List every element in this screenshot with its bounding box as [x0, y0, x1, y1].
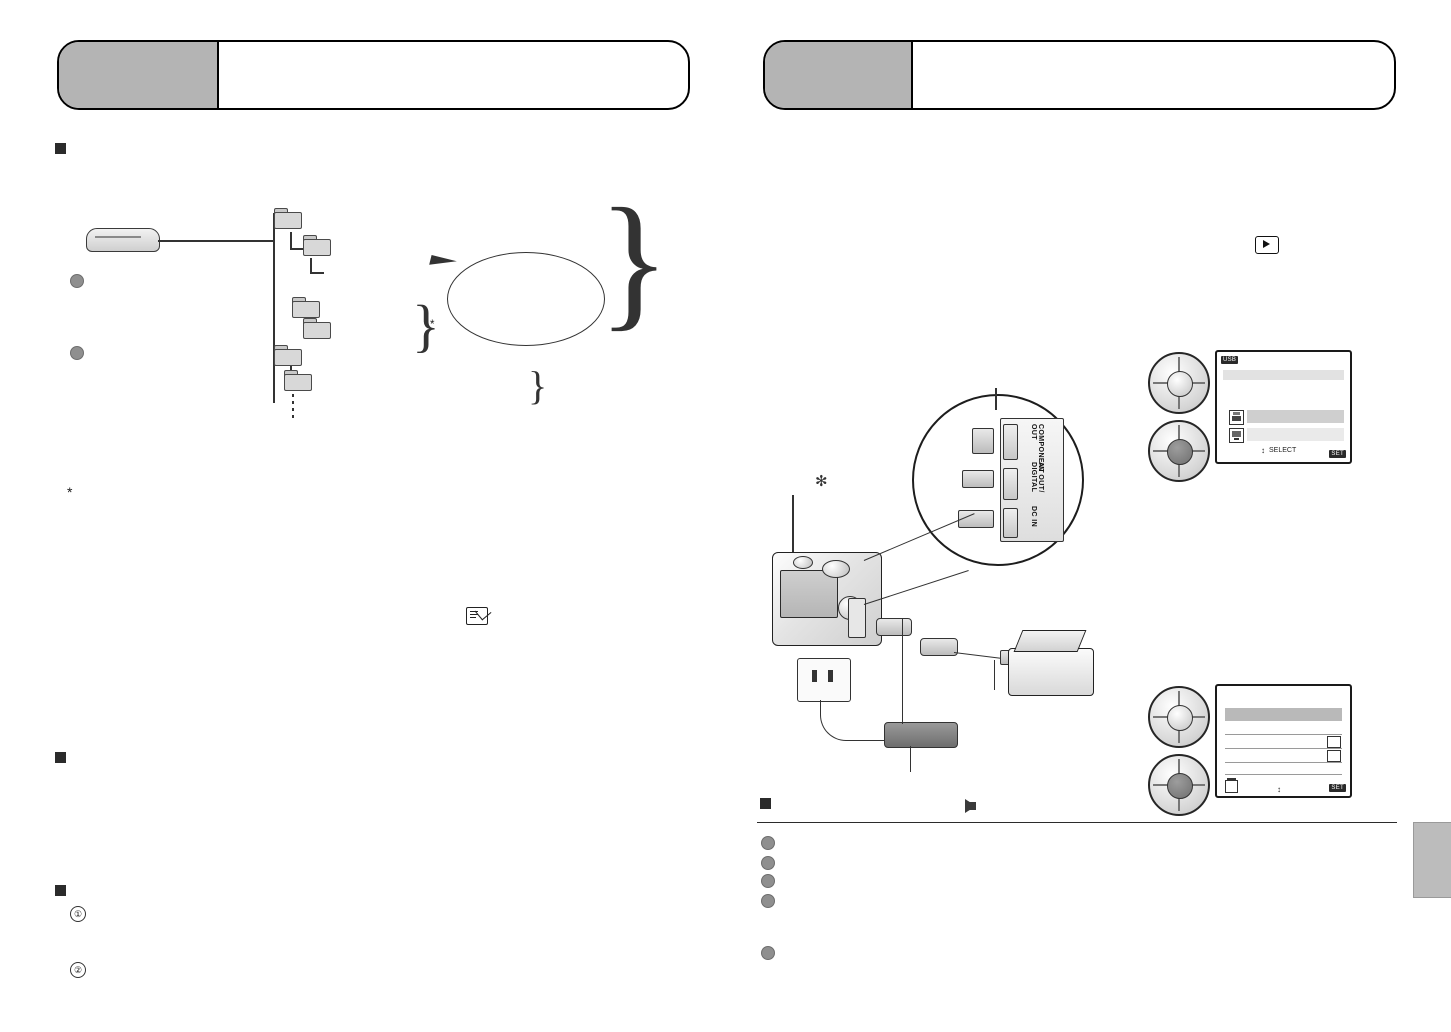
left-section-3-marker [55, 885, 66, 896]
tree-dots [292, 394, 294, 422]
camera-mode-dial [822, 560, 850, 578]
dc-in-port [1003, 508, 1018, 538]
usb-cable [953, 652, 1006, 660]
left-banner-tab [59, 42, 219, 108]
cursor-pad-up-1[interactable] [1148, 352, 1210, 414]
print-icon-row2 [1327, 736, 1341, 748]
tree-leaf-1b [310, 272, 324, 274]
asterisk-marker: * [430, 319, 435, 331]
ferrite-core-2 [920, 638, 958, 656]
right-bullet-2 [761, 856, 775, 870]
left-section-1-marker [55, 143, 66, 154]
power-cord [820, 700, 893, 741]
right-bullet-5 [761, 946, 775, 960]
camera-callout-line [792, 495, 794, 553]
usb-select-hint: SELECT [1269, 447, 1297, 454]
print-icon-row3 [1327, 750, 1341, 762]
updown-icon-2: ↕ [1277, 785, 1281, 794]
usb-screen-title-bar [1223, 370, 1344, 380]
magnifier-pointer [995, 388, 997, 410]
tree-trunk [273, 213, 275, 403]
right-page-banner [763, 40, 1396, 110]
right-bullet-3 [761, 874, 775, 888]
left-bullet-2 [70, 346, 84, 360]
left-section-2-marker [55, 752, 66, 763]
camera-lcd [780, 570, 838, 618]
drive-icon [86, 228, 160, 252]
left-page-banner [57, 40, 690, 110]
av-out-digital-port [1003, 468, 1018, 500]
computer-icon [1229, 428, 1244, 443]
trash-icon [1225, 778, 1238, 793]
component-cable-plug [972, 428, 994, 454]
page-edge-tab [1413, 822, 1451, 898]
tree-leaf-1 [310, 258, 312, 274]
component-out-port [1003, 424, 1018, 460]
print-set-hint: SET [1329, 784, 1346, 792]
ferrite-core-1 [876, 618, 912, 636]
usb-select-screen: USB SELECT ↕ SET [1215, 350, 1352, 464]
print-menu-row-4[interactable] [1225, 774, 1342, 775]
printer-callout-line [994, 660, 996, 690]
cursor-pad-up-2[interactable] [1148, 686, 1210, 748]
brace-medium: } [528, 363, 548, 408]
left-bullet-1 [70, 274, 84, 288]
updown-icon-1: ↕ [1261, 446, 1265, 455]
print-menu-row-1[interactable] [1225, 734, 1342, 735]
print-menu-row-2[interactable] [1225, 748, 1342, 749]
printer [1008, 648, 1094, 696]
tree-branch-1b [290, 248, 304, 250]
tree-connector-main [158, 240, 274, 242]
right-bullet-4 [761, 894, 775, 908]
component-out-label: COMPONENT OUT [1030, 424, 1044, 474]
footer-divider [757, 822, 1397, 823]
av-cable-plug [962, 470, 994, 488]
callout-bubble-tail [429, 255, 457, 271]
usb-menu-item-1[interactable] [1247, 410, 1344, 423]
cursor-pad-set-2[interactable] [1148, 754, 1210, 816]
right-footer-marker [760, 798, 771, 809]
wall-outlet [797, 658, 851, 702]
usb-menu-item-2[interactable] [1247, 428, 1344, 441]
printer-paper-tray [1013, 630, 1087, 652]
camera-terminal-cover [848, 598, 866, 638]
dc-in-label: DC IN [1030, 506, 1037, 528]
right-banner-tab [765, 42, 913, 108]
step-2-marker: ② [70, 962, 86, 978]
brace-small: } [412, 293, 440, 358]
right-arrow-icon [965, 799, 976, 813]
cursor-pad-set-1[interactable] [1148, 420, 1210, 482]
tree-branch-1 [290, 232, 292, 250]
playback-mode-icon [1255, 236, 1279, 254]
brace-large: } [598, 178, 670, 344]
adapter-callout-line [910, 746, 912, 772]
step-1-marker: ① [70, 906, 86, 922]
note-icon [466, 603, 492, 625]
printer-icon [1229, 410, 1244, 425]
footnote-marker: * [67, 484, 73, 500]
dc-cord [902, 618, 905, 724]
av-out-digital-label: AV OUT/ DIGITAL [1030, 462, 1044, 493]
ac-adapter [884, 722, 958, 748]
usb-badge: USB [1221, 356, 1239, 364]
print-menu-title-row[interactable] [1225, 708, 1342, 721]
outlet-slot-left [812, 670, 817, 682]
camera-shutter-button [793, 556, 813, 569]
right-bullet-1 [761, 836, 775, 850]
usb-set-hint: SET [1329, 450, 1346, 458]
flash-sparkle-icon: ✻ [815, 473, 828, 490]
print-menu-row-3[interactable] [1225, 762, 1342, 763]
print-menu-screen: ↕ SET [1215, 684, 1352, 798]
callout-bubble [447, 252, 605, 346]
outlet-slot-right [828, 670, 833, 682]
